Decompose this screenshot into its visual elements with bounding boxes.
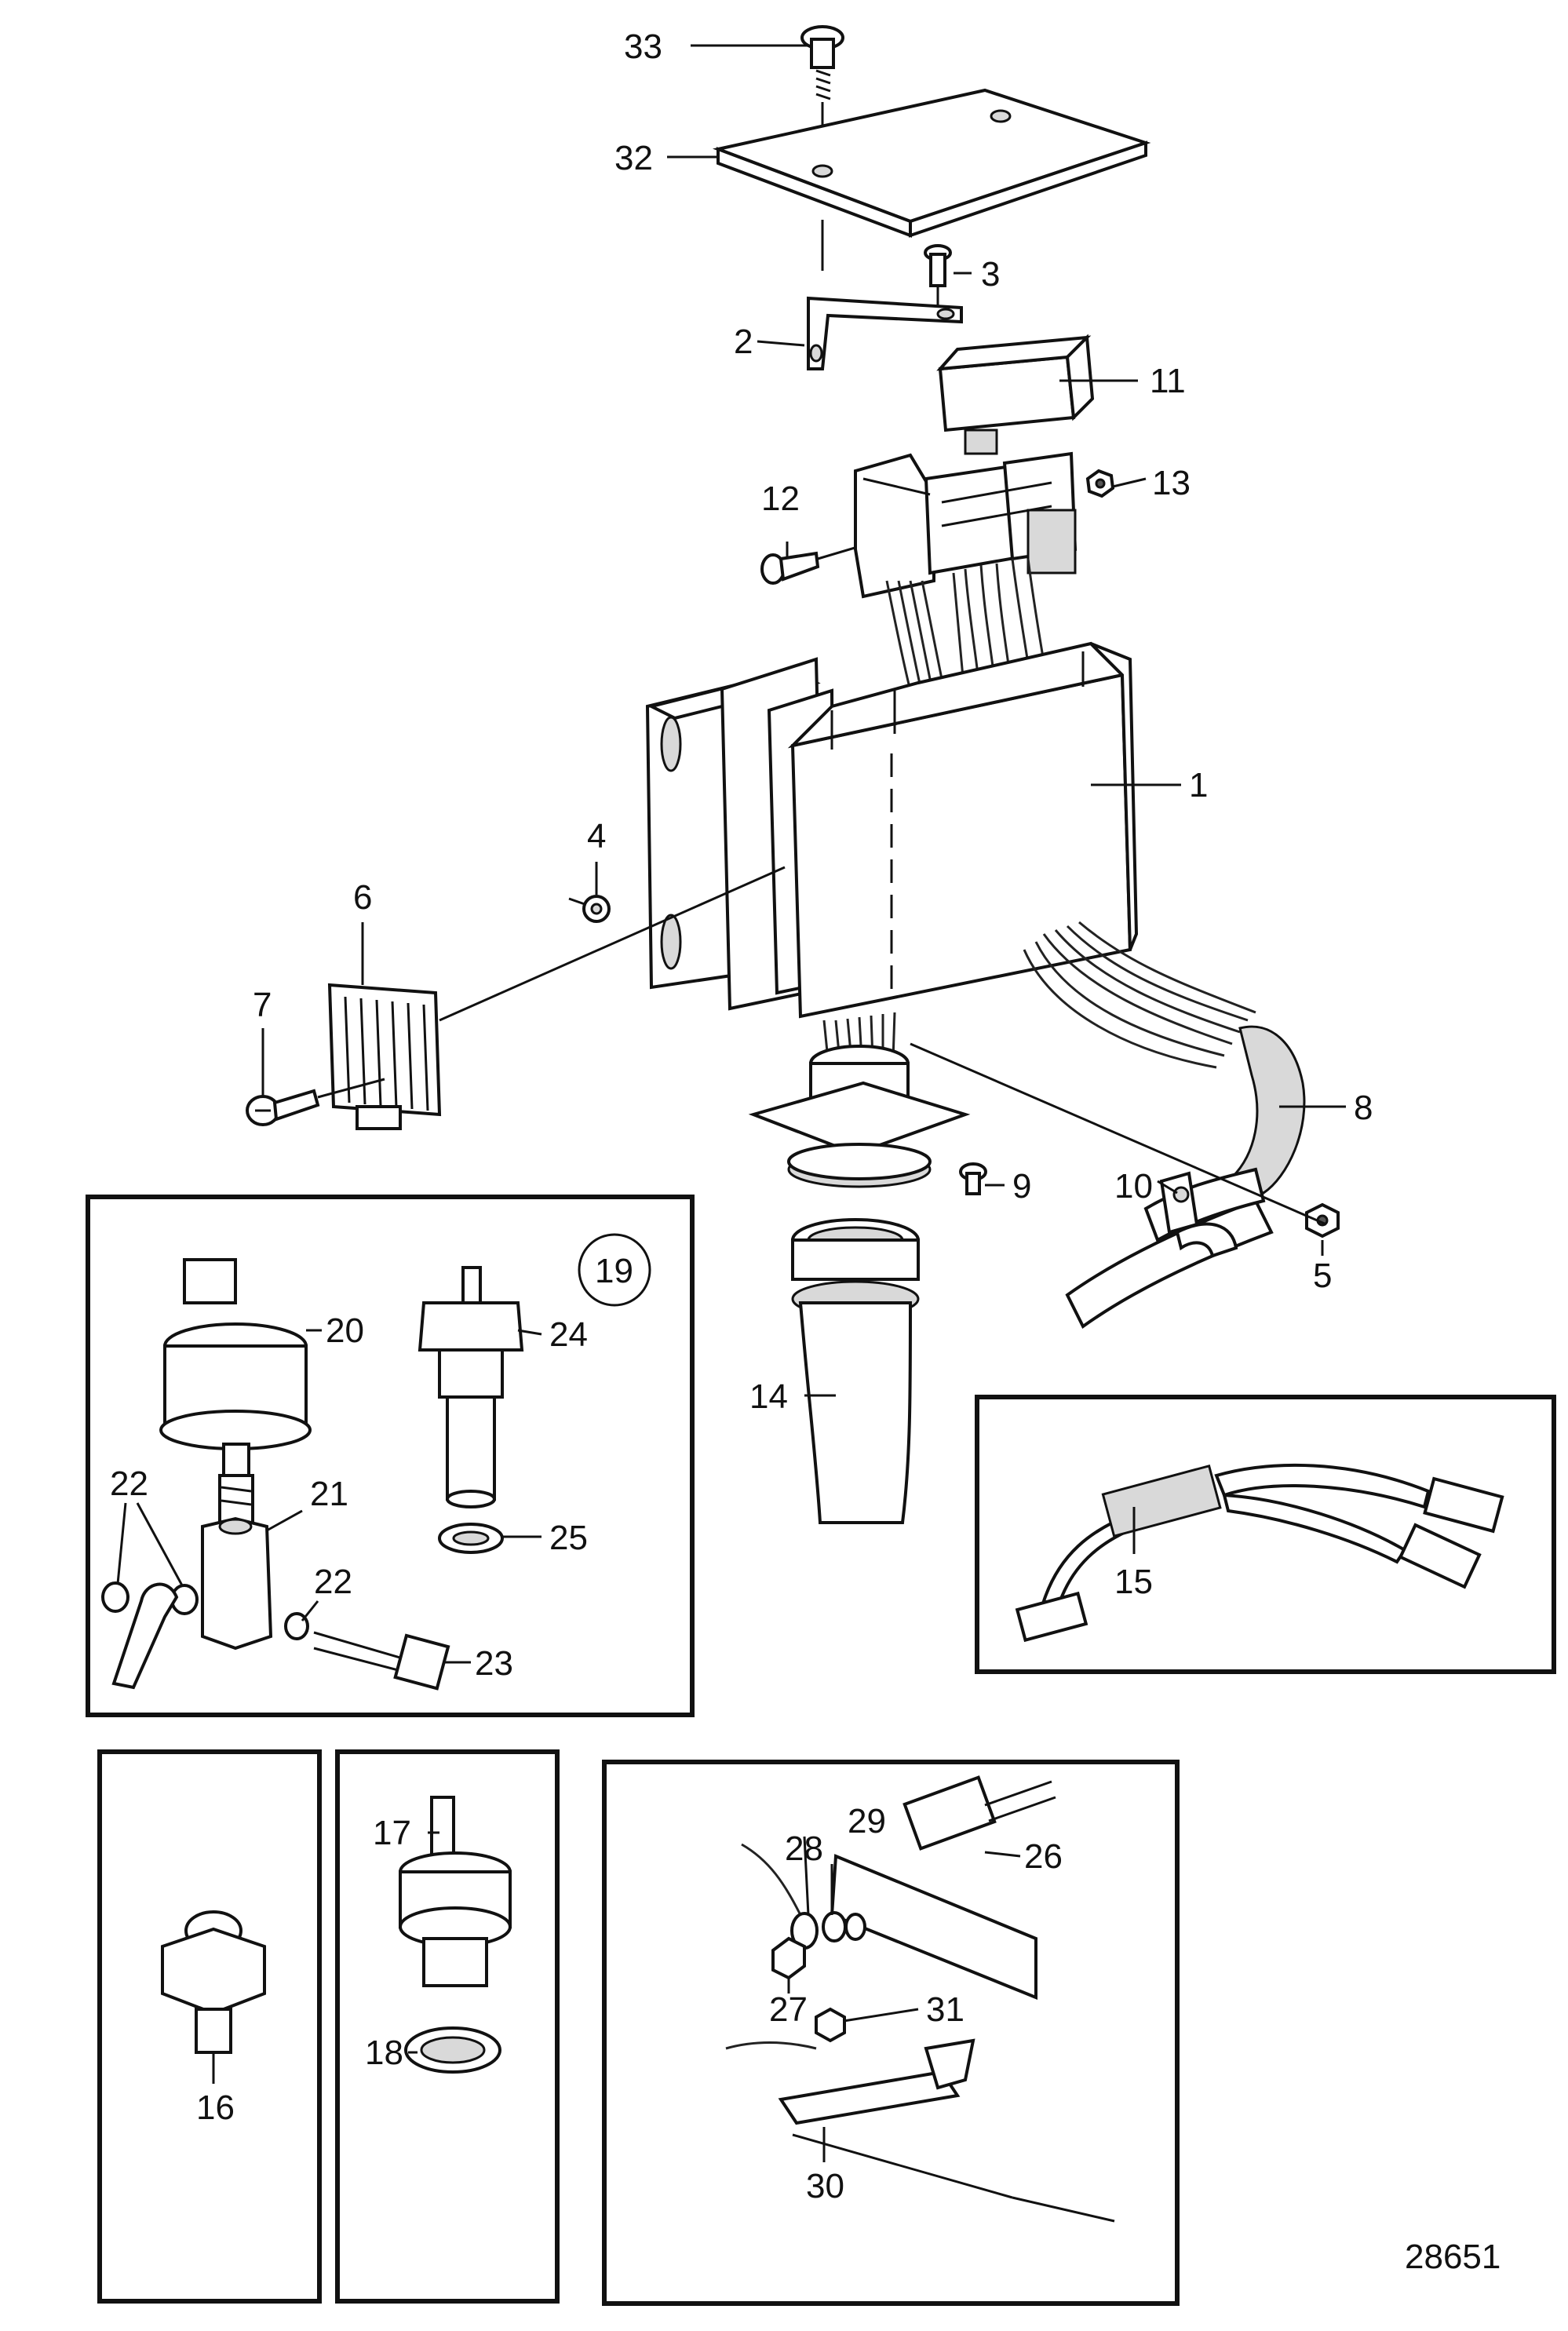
- callout-11: 11: [1150, 362, 1186, 400]
- callout-30: 30: [806, 2167, 844, 2205]
- callout-22-a: 22: [110, 1465, 148, 1503]
- callout-6: 6: [353, 878, 372, 917]
- panel-19: [86, 1195, 695, 1717]
- callout-31: 31: [926, 1990, 965, 2029]
- callout-3: 3: [981, 255, 1000, 294]
- part-30-plate: [778, 2070, 961, 2125]
- callout-labels: 33 32 3 2 11 13 12 1 4 6 7 8 9 10 5 19 2…: [110, 27, 1501, 2276]
- callout-2: 2: [734, 323, 753, 361]
- callout-19: 19: [595, 1252, 633, 1290]
- part-28-washer-c: [844, 1913, 866, 1941]
- part-17-switch: [399, 1796, 512, 1987]
- part-31-nut: [815, 2007, 846, 2043]
- callout-9: 9: [1012, 1167, 1031, 1206]
- callout-4: 4: [587, 817, 606, 855]
- callout-23: 23: [475, 1644, 513, 1683]
- part-20-pressure-sender: [159, 1258, 312, 1524]
- callout-17: 17: [373, 1814, 411, 1852]
- figure-id: 28651: [1405, 2238, 1501, 2276]
- part-6-filter-block: [327, 866, 786, 1130]
- part-32-cover-plate: [712, 88, 1151, 271]
- part-4-washer: [568, 895, 611, 923]
- part-bottom-connector: [748, 1012, 971, 1188]
- callout-26: 26: [1024, 1837, 1063, 1876]
- part-21-adapter: [201, 1516, 273, 1651]
- callout-24: 24: [549, 1315, 588, 1354]
- part-2-bracket: [807, 296, 963, 370]
- callout-16: 16: [196, 2088, 235, 2127]
- callout-29: 29: [848, 1802, 886, 1840]
- panel-26-31: [602, 1760, 1180, 2306]
- part-8-wire-harness: [1023, 921, 1306, 1329]
- callout-25: 25: [549, 1519, 588, 1557]
- callout-18: 18: [365, 2034, 403, 2072]
- callout-15: 15: [1114, 1563, 1153, 1601]
- callout-5: 5: [1313, 1257, 1332, 1295]
- part-28-washer-b: [822, 1911, 847, 1942]
- callout-33: 33: [624, 27, 662, 66]
- part-23-bolt: [313, 1631, 450, 1691]
- part-33-screw: [800, 25, 844, 169]
- callout-13: 13: [1152, 464, 1191, 502]
- callout-28: 28: [785, 1829, 823, 1868]
- part-16-switch: [161, 1910, 266, 2054]
- leader-lines: [116, 44, 1346, 2162]
- part-9-screw: [959, 1162, 987, 1195]
- part-connector-block: [854, 451, 1078, 599]
- part-13-nut: [1085, 469, 1115, 498]
- callout-20: 20: [326, 1311, 364, 1350]
- panel-15: [975, 1395, 1556, 1674]
- panel-17-18: [335, 1749, 560, 2304]
- callout-27: 27: [769, 1990, 808, 2029]
- callout-32: 32: [614, 139, 653, 177]
- part-22-washer-a: [101, 1581, 129, 1613]
- part-7-screw: [246, 1078, 385, 1126]
- callout-7: 7: [253, 986, 272, 1024]
- part-14-plug-cable: [791, 1218, 920, 1524]
- callout-21: 21: [310, 1475, 348, 1513]
- part-24-temp-sender: [418, 1266, 524, 1508]
- part-1-control-unit-box: [645, 641, 1139, 1019]
- part-5-nut: [1305, 1202, 1340, 1238]
- part-3-screw: [924, 244, 952, 306]
- part-26-sensor: [903, 1775, 1056, 1851]
- callout-8: 8: [1354, 1089, 1373, 1127]
- callout-1: 1: [1189, 766, 1208, 804]
- panel-16: [97, 1749, 322, 2304]
- part-11-relay: [936, 334, 1095, 455]
- callout-10: 10: [1114, 1167, 1153, 1206]
- callout-14: 14: [749, 1377, 788, 1416]
- callout-22-b: 22: [314, 1563, 352, 1601]
- callout-12: 12: [761, 480, 800, 518]
- part-27-nut: [771, 1936, 806, 1980]
